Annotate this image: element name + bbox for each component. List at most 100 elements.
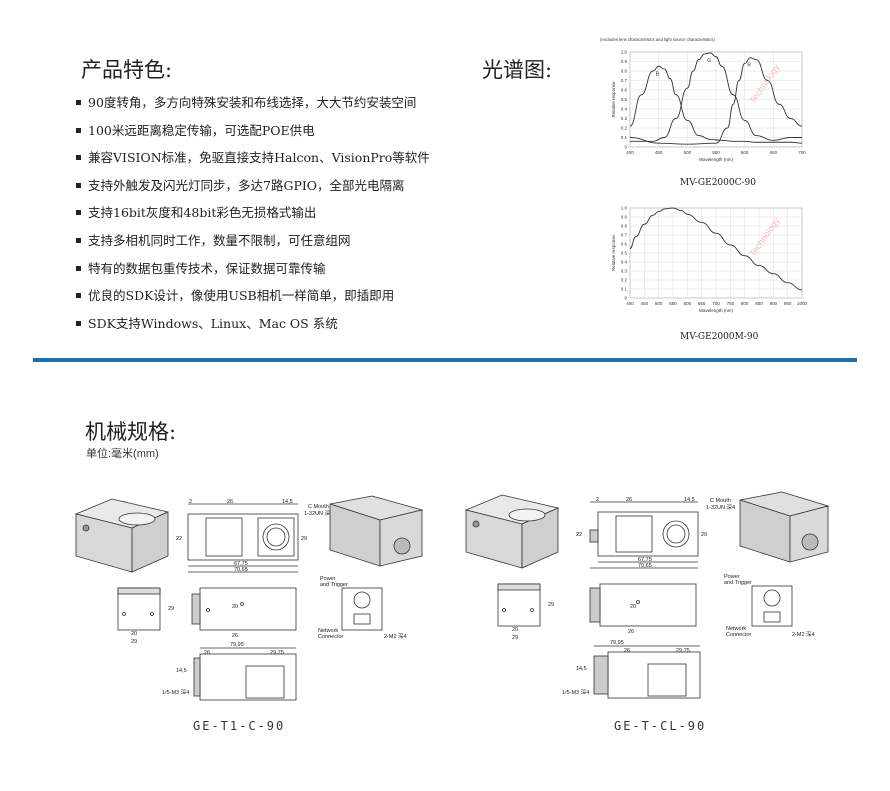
drawing-set-right: 2 26 14,5 22 29 67,75 70,65 C Mouth 1-32… — [462, 490, 832, 712]
drawing-set-left: 26 2 14,5 22 29 67,75 70,65 C Mouth 1-32… — [72, 494, 442, 712]
feature-item: 100米远距离稳定传输，可选配POE供电 — [76, 123, 476, 138]
dim-79-95: 79,95 — [230, 642, 244, 648]
y-tick-label: 0 — [624, 296, 627, 301]
label-connector: Connector — [318, 634, 344, 640]
label-m2-right: 2-M2 深4 — [792, 630, 815, 638]
series-line-mono — [629, 207, 803, 291]
dim-26-right: 26 — [626, 497, 632, 503]
bullet-icon — [76, 127, 81, 133]
x-axis-label: Wavelength (nm) — [699, 308, 734, 313]
camera-bottom-view-right — [593, 645, 701, 699]
caption-right: GE-T-CL-90 — [614, 719, 707, 733]
label-c-mouth-thread-right: 1-32UN 深4 — [706, 503, 735, 511]
y-axis-label: Relative response — [611, 81, 616, 118]
y-tick-label: 0.3 — [621, 116, 628, 121]
dim-29-75-right: 29,75 — [676, 648, 690, 654]
dim-29-side-right: 29 — [548, 602, 554, 608]
dim-22-right: 22 — [576, 532, 582, 538]
feature-text: 90度转角，多方向特殊安装和布线选择，大大节约安装空间 — [88, 95, 417, 110]
series-label: R — [747, 63, 751, 69]
dim-2: 2 — [189, 499, 192, 505]
y-tick-label: 0.5 — [621, 251, 628, 256]
dim-29-bottom: 29 — [131, 639, 137, 645]
dim-67-75: 67,75 — [234, 561, 248, 567]
y-tick-label: 0.2 — [621, 126, 628, 131]
camera-rear-iso-view — [329, 495, 424, 567]
mechanical-drawing-left: 26 2 14,5 22 29 67,75 70,65 C Mouth 1-32… — [74, 495, 424, 701]
x-tick-label: 500 — [655, 301, 663, 306]
x-tick-label: 550 — [712, 150, 720, 155]
series-line-G — [630, 52, 802, 142]
y-tick-label: 0.7 — [621, 233, 628, 238]
label-network: Network — [318, 628, 338, 634]
y-tick-label: 0.7 — [621, 78, 628, 83]
bullet-icon — [76, 210, 81, 216]
feature-item: 支持多相机同时工作，数量不限制，可任意组网 — [76, 232, 476, 248]
dim-26-bottom: 26 — [204, 650, 210, 656]
y-tick-label: 0.9 — [621, 59, 628, 64]
camera-iso-view — [74, 498, 170, 573]
feature-item: 支持16bit灰度和48bit彩色无损格式输出 — [76, 206, 476, 220]
watermark: Technology — [747, 62, 782, 105]
x-tick-label: 700 — [798, 150, 806, 155]
dim-14-5-bottom-right: 14,5 — [576, 666, 587, 672]
label-trigger-right: and Trigger — [724, 580, 752, 586]
dim-79-95-right: 79,95 — [610, 640, 624, 646]
feature-text: 优良的SDK设计，像使用USB相机一样简单，即插即用 — [88, 288, 395, 304]
mechanical-title: 机械规格: — [85, 420, 177, 444]
y-tick-label: 0.2 — [621, 278, 628, 283]
caption-left: GE-T1-C-90 — [193, 719, 286, 733]
series-label: G — [707, 58, 711, 64]
bullet-icon — [76, 265, 81, 271]
dim-26-top: 26 — [232, 633, 238, 639]
x-tick-label: 600 — [684, 301, 692, 306]
label-m2: 2-M2 深4 — [384, 632, 407, 640]
feature-text: 支持多相机同时工作，数量不限制，可任意组网 — [88, 232, 351, 248]
dim-20-side: 20 — [131, 631, 137, 637]
x-tick-label: 450 — [641, 301, 649, 306]
feature-item: 特有的数据包重传技术，保证数据可靠传输 — [76, 261, 476, 276]
y-tick-label: 0.1 — [621, 135, 628, 140]
y-tick-label: 1.0 — [621, 50, 628, 55]
label-connector-right: Connector — [726, 632, 752, 638]
y-tick-label: 0.9 — [621, 215, 628, 220]
x-tick-label: 850 — [755, 301, 763, 306]
dim-20-side-right: 20 — [512, 627, 518, 633]
y-tick-label: 0 — [624, 145, 627, 150]
dim-26: 26 — [227, 499, 233, 505]
label-c-mouth: C Mouth — [308, 504, 329, 510]
dim-67-75-right: 67,75 — [638, 557, 652, 563]
dim-26-top-right: 26 — [628, 629, 634, 635]
camera-top-view-right — [589, 583, 697, 627]
dim-29-bottom-right: 29 — [512, 635, 518, 641]
camera-front-view-right — [589, 501, 699, 569]
bullet-icon — [76, 182, 81, 188]
x-tick-label: 900 — [770, 301, 778, 306]
connector-view-right — [751, 585, 793, 627]
x-tick-label: 800 — [741, 301, 749, 306]
mechanical-drawing-right: 2 26 14,5 22 29 67,75 70,65 C Mouth 1-32… — [464, 491, 830, 699]
label-c-mouth-right: C Mouth — [710, 498, 731, 504]
y-tick-label: 0.3 — [621, 269, 628, 274]
series-line-B — [629, 65, 803, 144]
chart-note: (excludes lens characteristics and light… — [600, 37, 715, 42]
feature-text: 支持外触发及闪光灯同步，多达7路GPIO，全部光电隔离 — [88, 177, 405, 193]
x-tick-label: 500 — [684, 150, 692, 155]
label-power: Power — [320, 576, 336, 582]
y-tick-label: 0.5 — [621, 97, 628, 102]
x-tick-label: 450 — [655, 150, 663, 155]
feature-item: 优良的SDK设计，像使用USB相机一样简单，即插即用 — [76, 289, 476, 303]
y-axis-label: Relative response — [611, 234, 616, 271]
bullet-icon — [76, 155, 81, 161]
feature-text: SDK支持Windows、Linux、Mac OS 系统 — [88, 315, 338, 331]
unit-label: 单位:毫米(mm) — [86, 448, 159, 460]
spectrum-chart-color: (excludes lens characteristics and light… — [600, 37, 806, 162]
chart-caption-mono: MV-GE2000M-90 — [680, 332, 759, 342]
camera-iso-view-right — [464, 494, 560, 569]
y-tick-label: 0.8 — [621, 224, 628, 229]
feature-item: 支持外触发及闪光灯同步，多达7路GPIO，全部光电隔离 — [76, 177, 476, 193]
x-tick-label: 650 — [770, 150, 778, 155]
y-tick-label: 0.6 — [621, 88, 628, 93]
dim-20-top: 20 — [232, 604, 238, 610]
dim-70-65-right: 70,65 — [638, 563, 652, 569]
